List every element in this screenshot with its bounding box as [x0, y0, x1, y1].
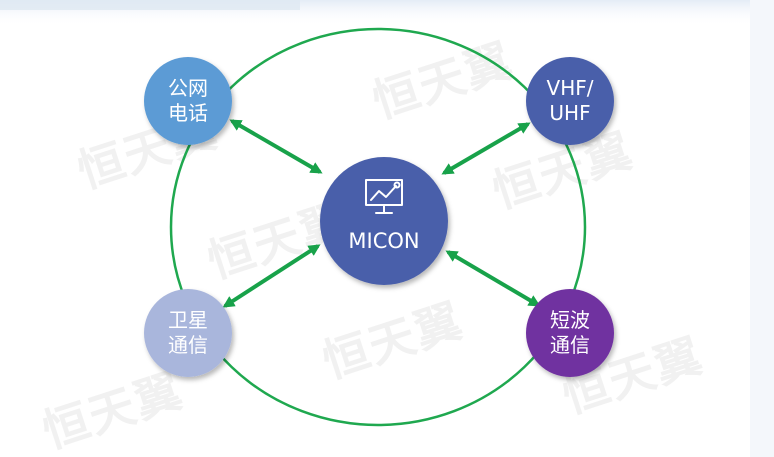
node-pstn-circle [144, 57, 232, 145]
arrow-shortwave-center [445, 250, 541, 307]
node-satellite-circle [144, 289, 232, 377]
node-shortwave-label: 短波 通信 [550, 308, 590, 357]
arrow-satellite-center [222, 244, 321, 308]
presentation-chart-icon [365, 179, 403, 214]
node-pstn-label: 公网 电话 [168, 76, 208, 125]
center-node-label: MICON [348, 229, 420, 253]
connection-ring [169, 27, 587, 427]
node-vhf-uhf-label: VHF/ UHF [546, 76, 594, 125]
center-node-circle [320, 157, 448, 285]
node-shortwave-circle [526, 289, 614, 377]
arrow-vhf-center [441, 122, 531, 175]
arrow-pstn-center [229, 119, 323, 174]
node-satellite-label: 卫星 通信 [168, 308, 208, 357]
node-vhf-circle [526, 57, 614, 145]
